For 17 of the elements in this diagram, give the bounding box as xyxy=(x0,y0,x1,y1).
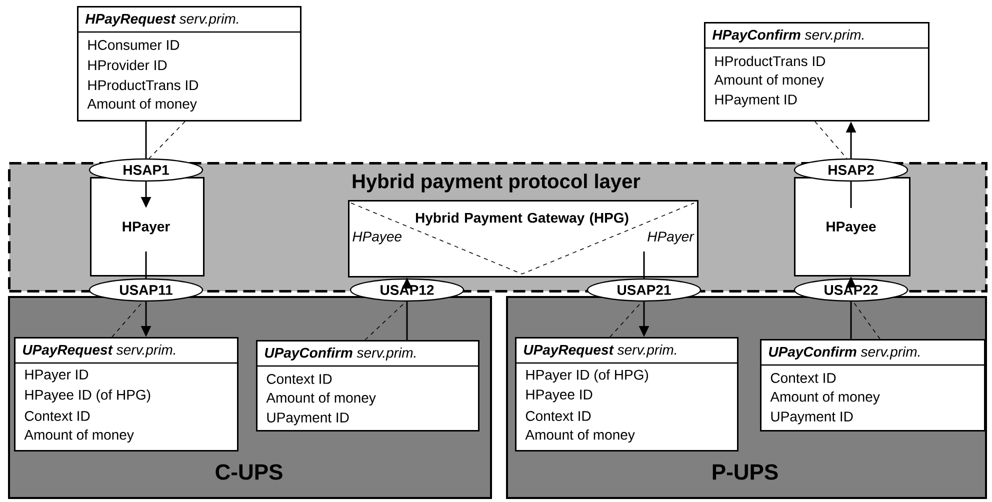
connector-line xyxy=(112,301,144,338)
service-primitive-table: HPayConfirm serv.prim. HProductTrans ID Amount of money HPayment ID xyxy=(704,22,930,122)
connector-line xyxy=(148,121,186,159)
connector-line xyxy=(145,122,147,158)
connector-line xyxy=(643,252,645,278)
connector-line xyxy=(852,301,880,340)
service-primitive-table: UPayConfirm serv.prim. Context ID Amount of money UPayment ID xyxy=(760,339,986,432)
service-primitive-table: UPayRequest serv.prim. HPayer ID HPayee ID (of HPG) Context ID Amount of money xyxy=(14,337,238,452)
connector-line xyxy=(850,302,852,339)
connector-line xyxy=(610,301,642,338)
connector-line xyxy=(406,302,408,340)
service-primitive-table: UPayConfirm serv.prim. Context ID Amount of money UPayment ID xyxy=(256,340,480,432)
service-primitive-table: HPayRequest serv.prim. HConsumer ID HProvider ID HProductTrans ID Amount of money xyxy=(77,6,302,122)
connector-line xyxy=(850,182,852,208)
connector-line xyxy=(145,252,147,278)
connector-line xyxy=(814,121,848,159)
service-primitive-table: UPayRequest serv.prim. HPayer ID (of HPG) HPayee ID Context ID Amount of money xyxy=(515,337,738,452)
